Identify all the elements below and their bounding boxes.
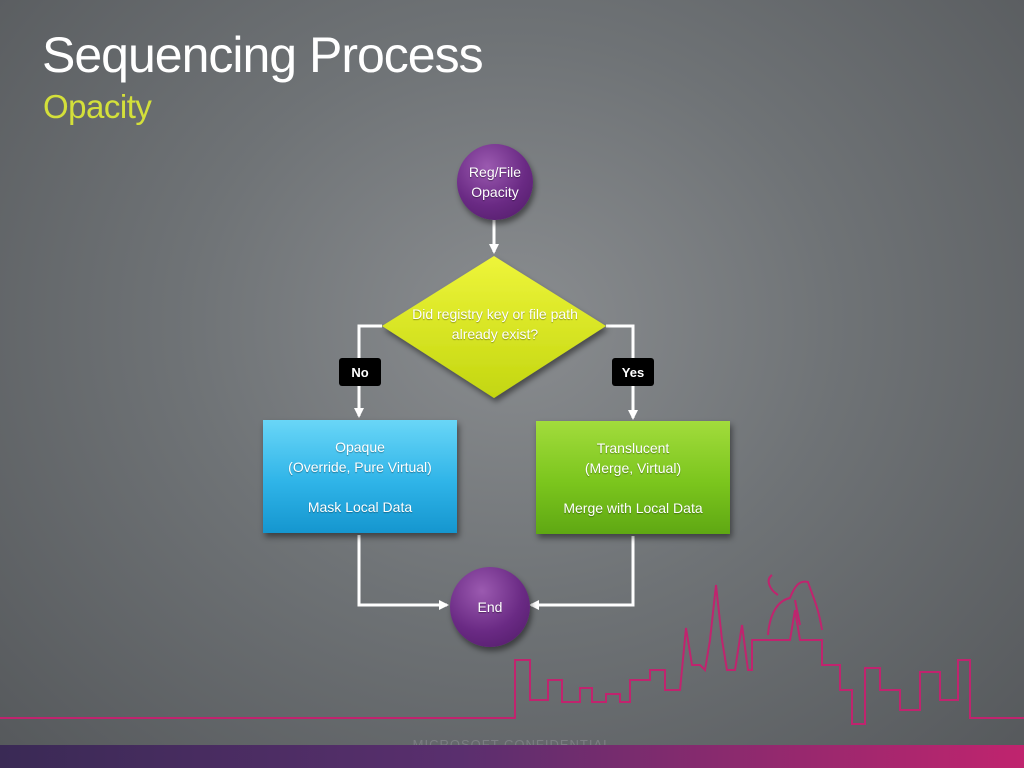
connector-translucent-to-end — [529, 536, 635, 610]
no-label: No — [339, 358, 381, 386]
start-node-line2: Opacity — [471, 184, 519, 200]
slide-subtitle: Opacity — [43, 88, 152, 125]
connector-decision-no — [354, 324, 382, 418]
translucent-title: Translucent — [596, 439, 670, 456]
end-node-label: End — [477, 599, 503, 615]
opaque-action: Mask Local Data — [307, 498, 413, 515]
bottom-gradient-bar — [0, 745, 1024, 768]
start-node-line1: Reg/File — [468, 164, 522, 180]
translucent-action: Merge with Local Data — [563, 499, 703, 516]
connector-decision-yes — [606, 324, 638, 420]
start-node: Reg/File Opacity — [457, 144, 533, 220]
decision-text: Did registry key or file path already ex… — [412, 306, 578, 342]
opaque-title: Opaque — [335, 438, 385, 455]
opaque-box: Opaque (Override, Pure Virtual) Mask Loc… — [263, 420, 457, 533]
slide-title: Sequencing Process — [42, 27, 484, 83]
connector-opaque-to-end — [357, 535, 449, 610]
yes-label: Yes — [612, 358, 654, 386]
end-node: End — [450, 567, 530, 647]
translucent-box: Translucent (Merge, Virtual) Merge with … — [536, 421, 730, 534]
translucent-subtitle: (Merge, Virtual) — [584, 459, 682, 476]
opaque-subtitle: (Override, Pure Virtual) — [288, 458, 432, 475]
